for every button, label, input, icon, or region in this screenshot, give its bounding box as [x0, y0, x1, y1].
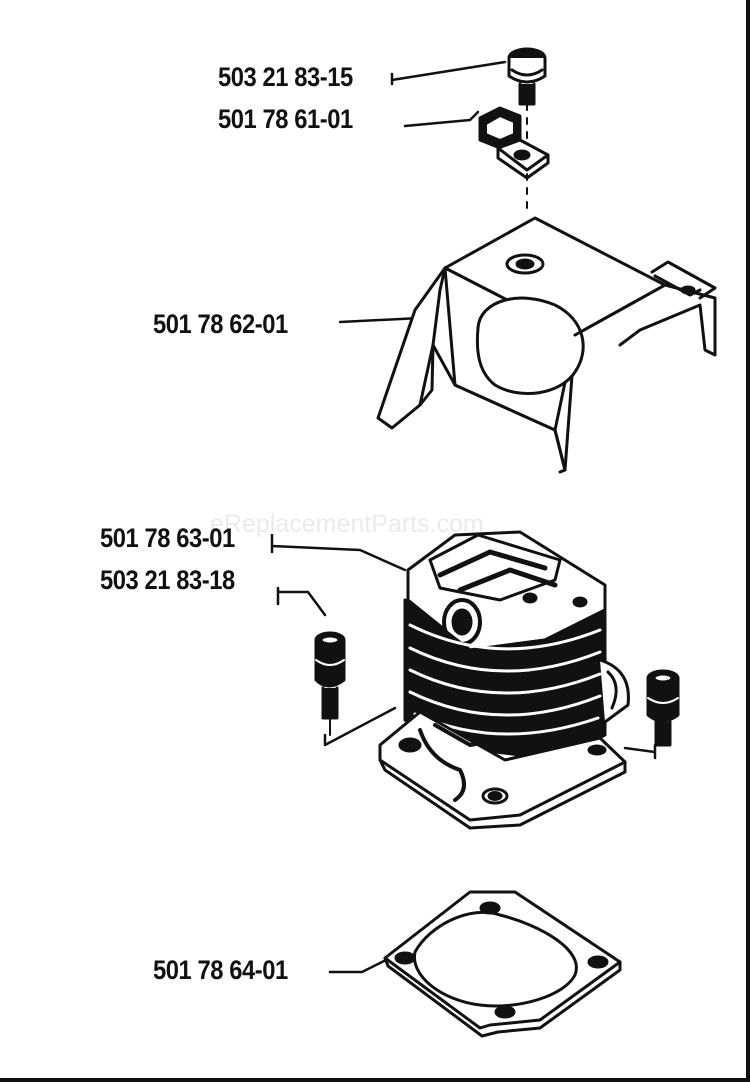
part-number-cylinder-cover: 501 78 62-01 — [153, 309, 288, 339]
leader-cylinder — [270, 533, 407, 572]
leader-screw-top — [390, 60, 507, 86]
part-number-bracket: 501 78 61-01 — [218, 104, 353, 134]
screw-top-drawing — [507, 47, 547, 211]
diagram-frame-bottom — [0, 1078, 750, 1082]
leader-cylinder-screw-base — [323, 706, 397, 747]
bracket-drawing — [478, 106, 550, 180]
leader-right-screw — [623, 743, 657, 760]
part-number-screw-top: 503 21 83-15 — [218, 62, 353, 92]
watermark-text: eReplacementParts.com — [210, 510, 484, 538]
cylinder-cover-drawing — [376, 216, 717, 474]
leader-cylinder-screw — [276, 586, 327, 617]
cover-opening — [475, 296, 585, 396]
leader-cylinder-cover — [338, 316, 422, 324]
gasket-bore — [412, 910, 578, 1008]
leader-lines — [270, 60, 657, 974]
diagram-frame-right — [746, 0, 750, 1082]
gasket-drawing — [383, 890, 622, 1038]
leader-gasket — [328, 956, 392, 974]
part-number-cylinder: 501 78 63-01 — [100, 523, 235, 553]
cylinder-screw-left — [314, 631, 346, 736]
screw-head-side — [507, 56, 547, 84]
leader-bracket — [403, 110, 480, 128]
screw-shaft — [518, 82, 536, 106]
part-number-cylinder-screw: 503 21 83-18 — [100, 565, 235, 595]
cylinder-screw-right — [646, 669, 680, 747]
cylinder-drawing — [378, 530, 630, 830]
part-number-gasket: 501 78 64-01 — [153, 955, 288, 985]
